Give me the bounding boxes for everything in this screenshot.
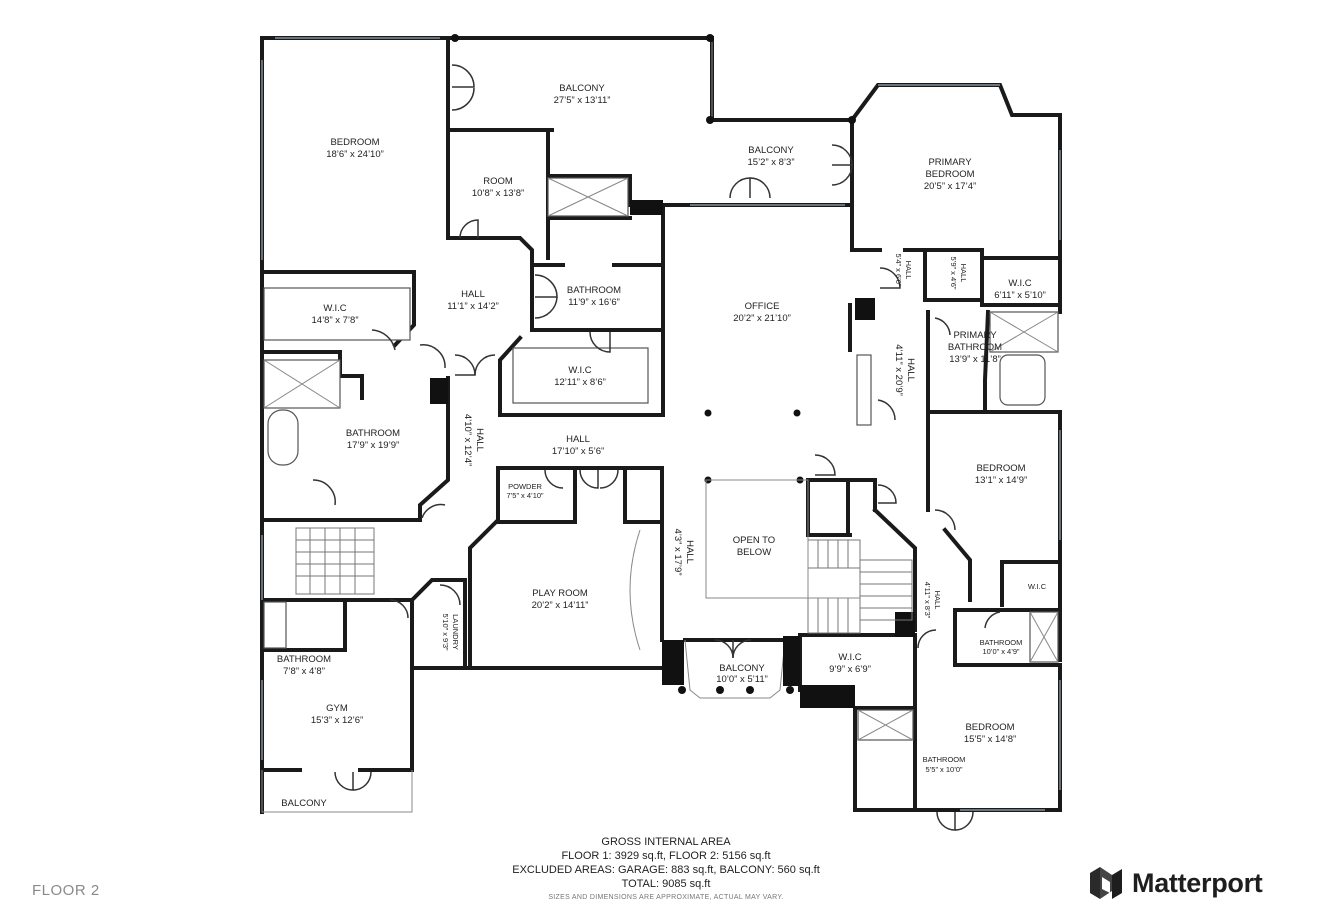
room-bathroom-mid-name: BATHROOM: [567, 285, 621, 296]
room-wic-mid-name: W.I.C: [568, 365, 591, 376]
room-room-name: ROOM: [483, 176, 513, 187]
room-balcony-low-name: BALCONY: [719, 663, 765, 674]
room-wic-ne-name: W.I.C: [1008, 278, 1031, 289]
area-floors: FLOOR 1: 3929 sq.ft, FLOOR 2: 5156 sq.ft: [561, 850, 771, 862]
room-primary-bedroom-name2: BEDROOM: [925, 169, 974, 180]
fixtures: [263, 177, 1059, 741]
room-play-room-name: PLAY ROOM: [532, 588, 588, 599]
room-bedroom-west-dim: 18’6” x 24’10”: [326, 149, 384, 160]
room-wic-low-dim: 9’9” x 6’9”: [829, 664, 871, 675]
room-wic-ne-dim: 6’11” x 5’10”: [994, 290, 1046, 301]
room-bedroom-east-dim: 13’1” x 14’9”: [975, 475, 1027, 486]
room-powder-name: POWDER: [508, 482, 542, 491]
room-bedroom-west-name: BEDROOM: [330, 137, 379, 148]
room-bathroom-mid-dim: 11’9” x 16’6”: [568, 297, 620, 308]
room-bedroom-se-name: BEDROOM: [965, 722, 1014, 733]
room-bathroom-sw-name: BATHROOM: [277, 654, 331, 665]
room-wic-small-name: W.I.C: [1028, 582, 1047, 591]
room-hall-main-name: HALL: [566, 434, 590, 445]
room-bathroom-sw-dim: 7’8” x 4’8”: [283, 666, 325, 677]
room-hall-center-name: HALL: [461, 289, 485, 300]
brand: Matterport: [1088, 864, 1263, 902]
room-bathroom-east-dim: 10’0” x 4’9”: [982, 647, 1020, 656]
room-balcony-low-dim: 10’0” x 5’11”: [716, 674, 768, 685]
room-hall-stair-dim: 4’3” x 17’9”: [672, 529, 683, 576]
room-balcony-mid-dim: 15’2” x 8’3”: [748, 157, 795, 168]
room-open-below-name2: BELOW: [737, 547, 771, 558]
doors: [312, 64, 1001, 831]
room-primary-bedroom-dim: 20’5” x 17’4”: [924, 181, 976, 192]
room-gym-name: GYM: [326, 703, 348, 714]
area-disclaimer: SIZES AND DIMENSIONS ARE APPROXIMATE, AC…: [548, 894, 784, 901]
room-hall-stair-name: HALL: [684, 540, 695, 564]
room-bathroom-se-dim: 5’5” x 10’0”: [925, 765, 963, 774]
room-bedroom-se-dim: 15’5” x 14’8”: [964, 734, 1016, 745]
room-hall-west-name: HALL: [474, 428, 485, 452]
room-hall-v1-name: HALL: [904, 261, 913, 280]
room-hall-v2-dim: 5’9” x 4’6”: [949, 257, 958, 290]
room-primary-bathroom-name: PRIMARY: [953, 330, 997, 341]
room-wic-low-name: W.I.C: [838, 652, 861, 663]
room-powder-dim: 7’5” x 4’10”: [506, 491, 544, 500]
room-primary-bathroom-name2: BATHROOM: [948, 342, 1002, 353]
room-hall-v2-name: HALL: [959, 264, 968, 283]
room-primary-bathroom-dim: 13’9” x 11’8”: [949, 354, 1001, 365]
room-hall-long-dim: 4’11” x 20’9”: [893, 344, 904, 396]
room-office-name: OFFICE: [745, 301, 780, 312]
room-hall-v1-dim: 5’4” x 6’0”: [894, 254, 903, 287]
room-bathroom-east-name: BATHROOM: [980, 638, 1023, 647]
room-bedroom-east-name: BEDROOM: [976, 463, 1025, 474]
room-hall-center-dim: 11’1” x 14’2”: [447, 301, 499, 312]
room-open-below-name: OPEN TO: [733, 535, 775, 546]
windows: [261, 37, 1061, 813]
area-heading: GROSS INTERNAL AREA: [601, 836, 731, 848]
room-balcony-top-dim: 27’5” x 13’11”: [554, 95, 611, 106]
room-gym-dim: 15’3” x 12’6”: [311, 715, 363, 726]
room-bathroom-west-name: BATHROOM: [346, 428, 400, 439]
room-wic-west-dim: 14’8” x 7’8”: [312, 315, 359, 326]
room-laundry-dim: 5’10” x 9’3”: [441, 613, 450, 651]
room-hall-main-dim: 17’10” x 5’6”: [552, 446, 604, 457]
room-hall-west-dim: 4’10” x 12’4”: [462, 414, 473, 466]
room-balcony-top-name: BALCONY: [559, 83, 605, 94]
area-excluded: EXCLUDED AREAS: GARAGE: 883 sq.ft, BALCO…: [512, 864, 820, 876]
room-balcony-mid-name: BALCONY: [748, 145, 794, 156]
room-balcony-sw-name: BALCONY: [281, 798, 327, 809]
room-wic-mid-dim: 12’11” x 8’6”: [554, 377, 606, 388]
room-room-dim: 10’8” x 13’8”: [472, 188, 524, 199]
room-wic-west-name: W.I.C: [323, 303, 346, 314]
area-summary: GROSS INTERNAL AREA FLOOR 1: 3929 sq.ft,…: [400, 835, 932, 905]
room-labels: BEDROOM 18’6” x 24’10” BALCONY 27’5” x 1…: [277, 83, 1047, 809]
area-total: TOTAL: 9085 sq.ft: [621, 878, 711, 890]
room-office-dim: 20’2” x 21’10”: [733, 313, 791, 324]
room-hall-long-name: HALL: [905, 358, 916, 382]
matterport-logo-icon: [1090, 867, 1122, 899]
brand-name: Matterport: [1132, 867, 1263, 898]
room-play-room-dim: 20’2” x 14’11”: [532, 600, 589, 611]
room-primary-bedroom-name: PRIMARY: [928, 157, 972, 168]
room-bathroom-se-name: BATHROOM: [923, 755, 966, 764]
floor-label: FLOOR 2: [32, 882, 100, 899]
room-bathroom-west-dim: 17’9” x 19’9”: [347, 440, 399, 451]
room-hall-east-name: HALL: [933, 591, 942, 610]
columns: [430, 34, 915, 708]
room-hall-east-dim: 4’11” x 8’3”: [923, 582, 932, 619]
room-laundry-name: LAUNDRY: [451, 614, 460, 650]
